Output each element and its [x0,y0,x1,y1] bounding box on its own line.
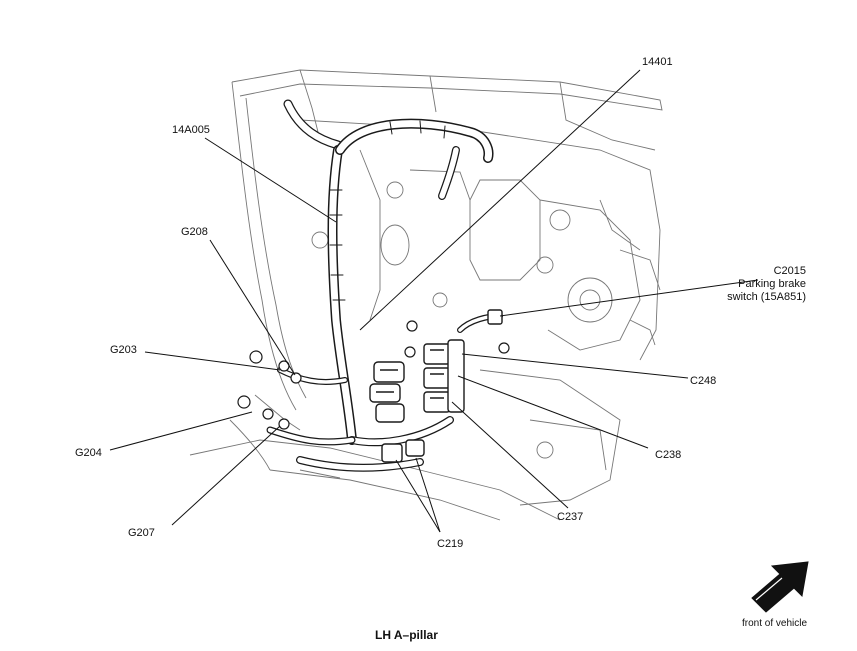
connector-c238-body [423,367,451,389]
connector-c248-body [423,343,451,365]
leader-c219-a [395,459,441,533]
leader-g208 [209,239,296,376]
g203-bolt [249,350,263,364]
callout-c219: C219 [437,538,464,550]
callout-g208: G208 [181,226,208,238]
callout-14401: 14401 [642,56,673,68]
leader-14401 [359,69,641,331]
leader-c2015 [499,279,759,317]
parking-brake-label-line1: Parking brake [738,278,806,290]
callout-g207: G207 [128,527,155,539]
body-structure [189,69,663,521]
callout-g204: G204 [75,447,102,459]
leader-g204 [109,411,253,451]
leader-g207 [171,425,281,526]
leader-c219-b [415,457,441,533]
callout-c248: C248 [690,375,717,387]
parking-brake-label-line2: switch (15A851) [727,291,806,303]
leader-g203 [144,351,281,371]
callout-c2015: C2015 Parking brake switch (15A851) [714,265,806,304]
connector-c237-body [423,391,451,413]
ground-bolts [237,320,510,430]
leader-lines [109,69,759,533]
wiring-harness [266,99,503,472]
c2015-label: C2015 [773,265,806,277]
callout-c238: C238 [655,449,682,461]
connector-cluster [369,309,503,463]
g204-bolt [237,395,251,409]
g207-bolt [278,418,290,430]
direction-arrow-icon [751,561,809,613]
leader-c248 [461,353,689,379]
callout-g203: G203 [110,344,137,356]
g208-bolt [290,372,302,384]
diagram-caption: LH A–pillar [375,628,438,642]
connector-c2015-body [487,309,503,325]
callout-c237: C237 [557,511,584,523]
front-of-vehicle-label: front of vehicle [742,618,808,629]
leader-14a005 [204,137,337,223]
leader-c237 [451,401,569,509]
leader-c238 [457,375,649,449]
callout-14a005: 14A005 [172,124,210,136]
connector-c219-body [381,443,403,463]
